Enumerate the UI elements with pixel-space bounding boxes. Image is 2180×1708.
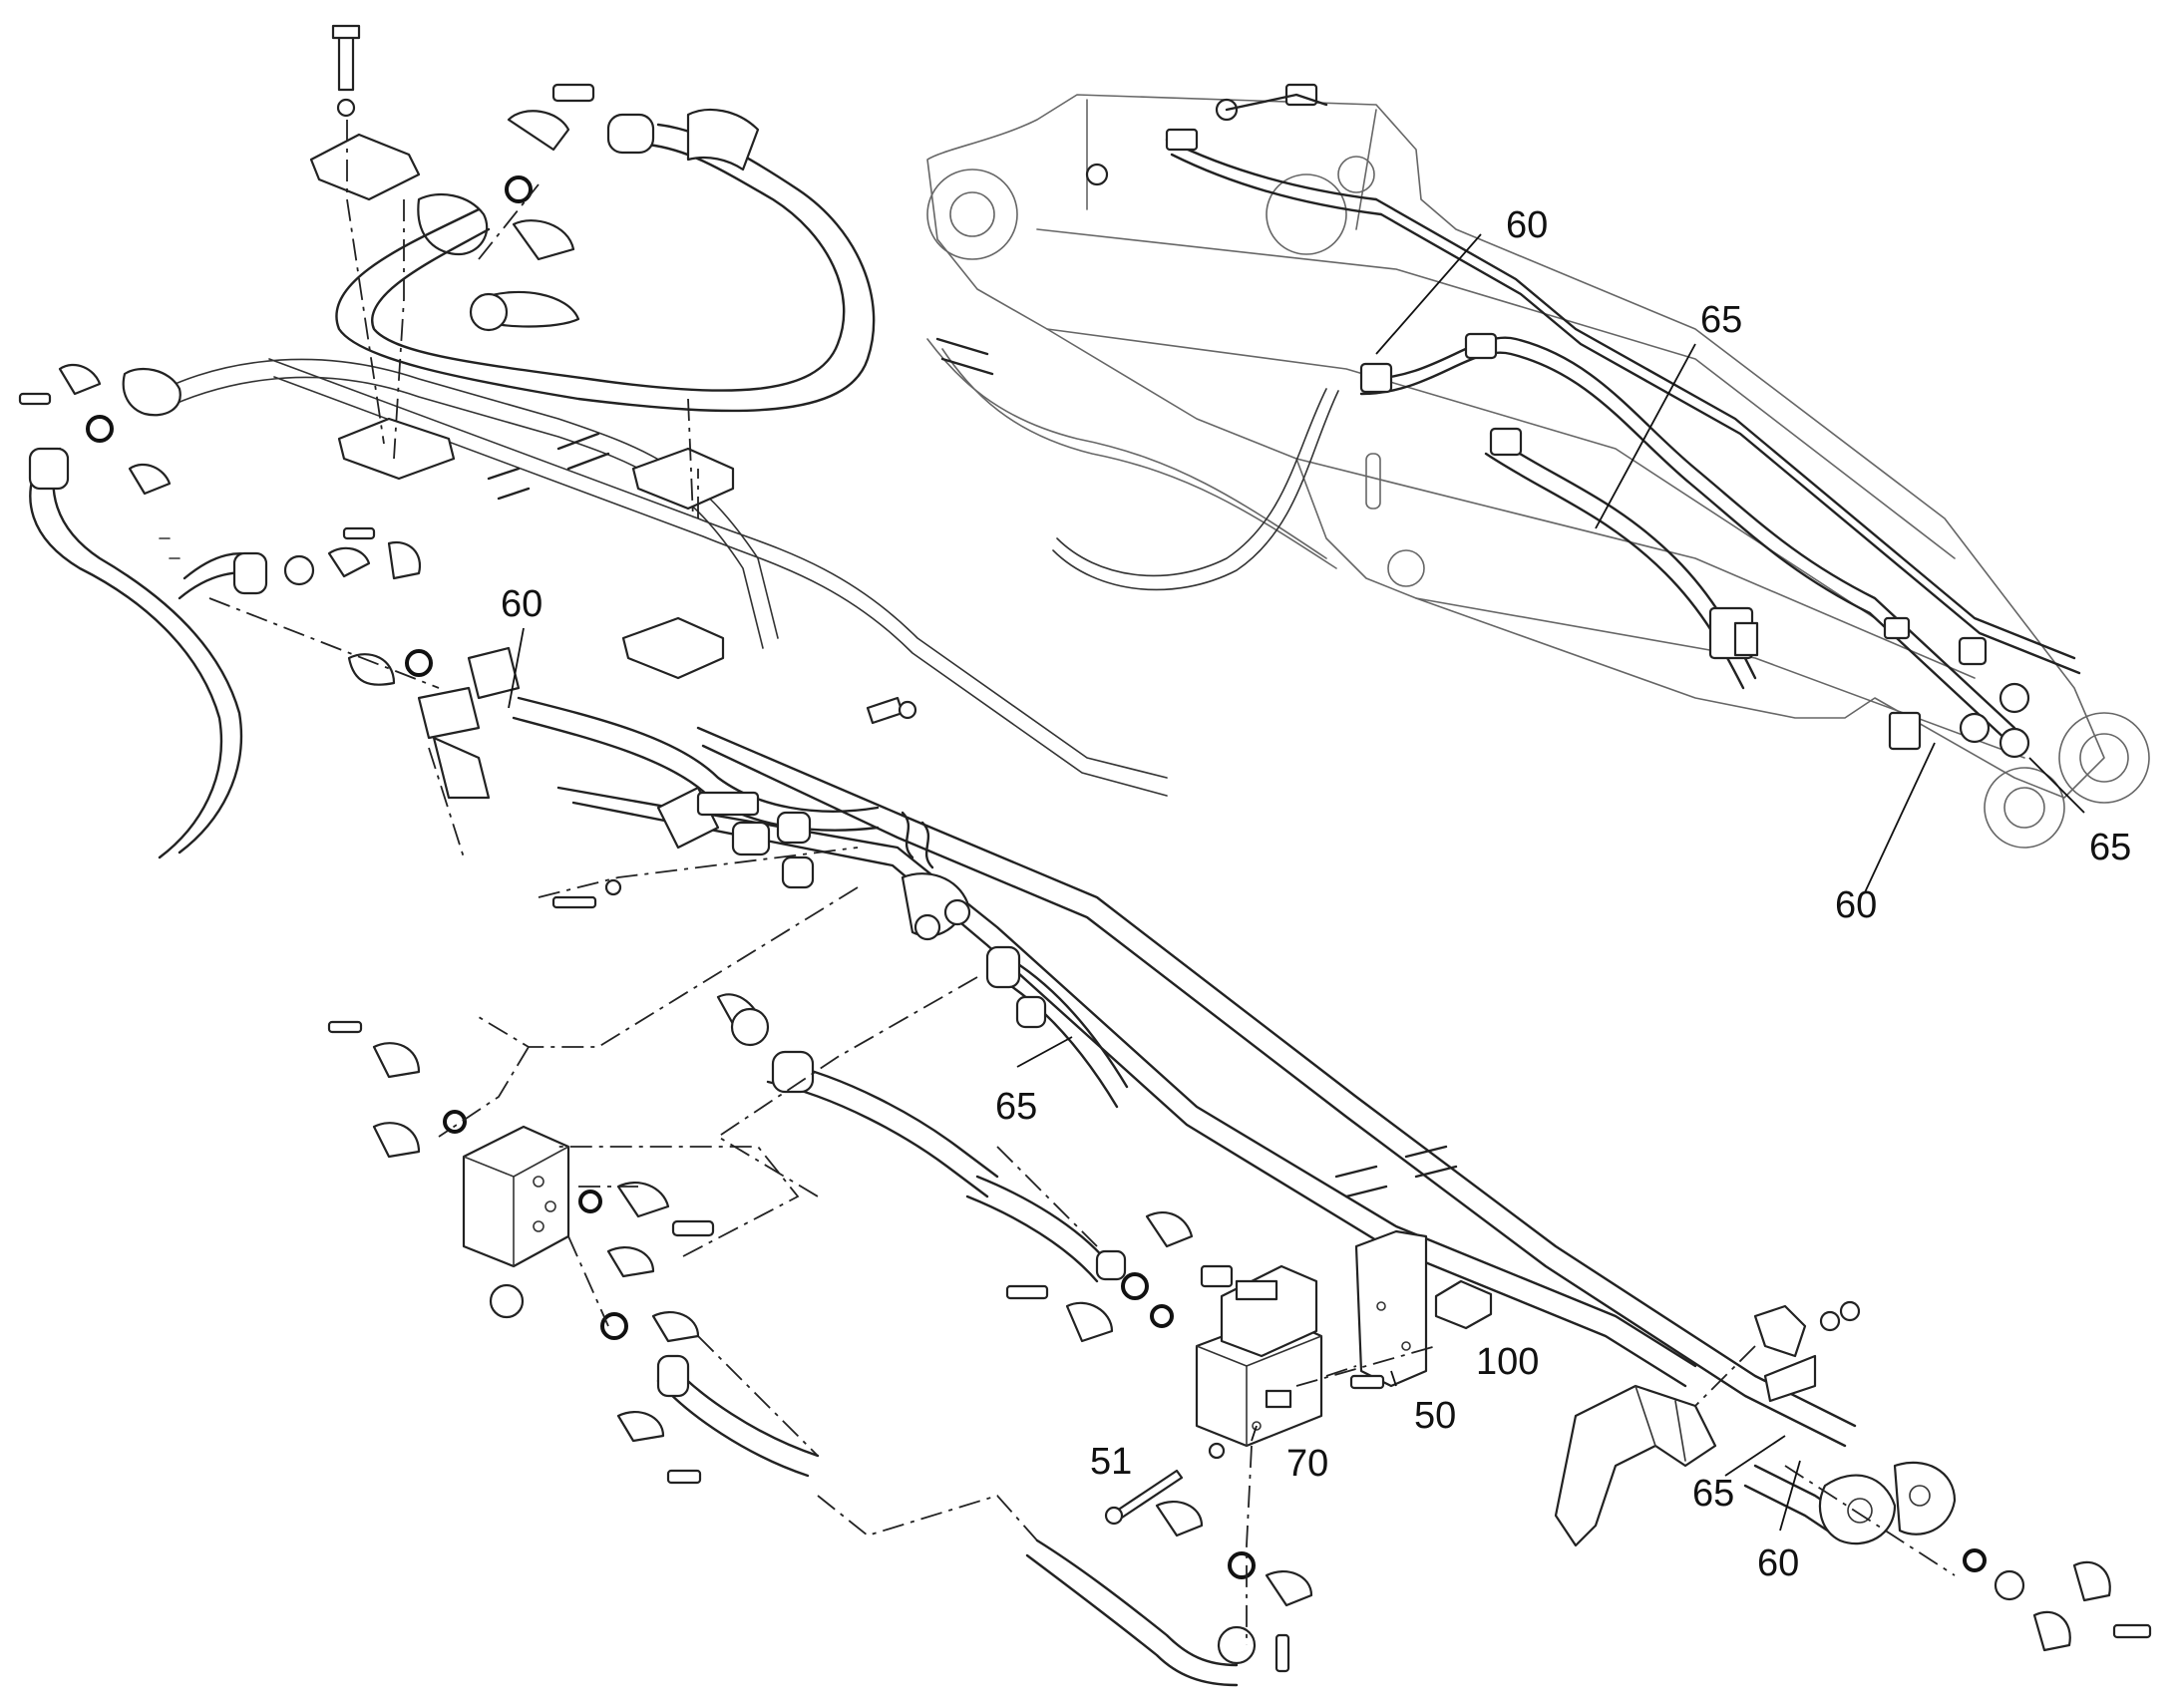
assembly-dash-lines — [208, 120, 1956, 1645]
callout-65-bottom: 65 — [1692, 1473, 1734, 1515]
callout-60-right: 60 — [1835, 884, 1877, 926]
middle-left-fittings — [178, 526, 971, 941]
upper-left-fittings — [18, 24, 876, 859]
callout-50: 50 — [1414, 1395, 1456, 1437]
callout-65-top: 65 — [1700, 299, 1742, 341]
callout-labels: 60 60 65 65 60 65 100 50 51 70 65 60 — [501, 204, 2131, 1584]
callout-65-mid: 65 — [995, 1086, 1037, 1128]
lower-right-bracket — [1554, 1300, 2152, 1652]
valve-and-plate — [1104, 1229, 1493, 1526]
callout-51: 51 — [1090, 1441, 1132, 1483]
callout-65-right: 65 — [2089, 827, 2131, 868]
center-hoses — [716, 945, 1313, 1687]
callout-100: 100 — [1476, 1341, 1539, 1383]
callout-leaders — [508, 233, 2085, 1532]
boom-assembly-view — [926, 83, 2150, 849]
main-pipe-lines — [154, 358, 1857, 1448]
callout-60-top: 60 — [1506, 204, 1548, 246]
callout-60-bottom: 60 — [1757, 1542, 1799, 1584]
manifold-block-group — [327, 1020, 820, 1485]
callout-60-left: 60 — [501, 583, 543, 625]
callout-70: 70 — [1286, 1443, 1328, 1485]
